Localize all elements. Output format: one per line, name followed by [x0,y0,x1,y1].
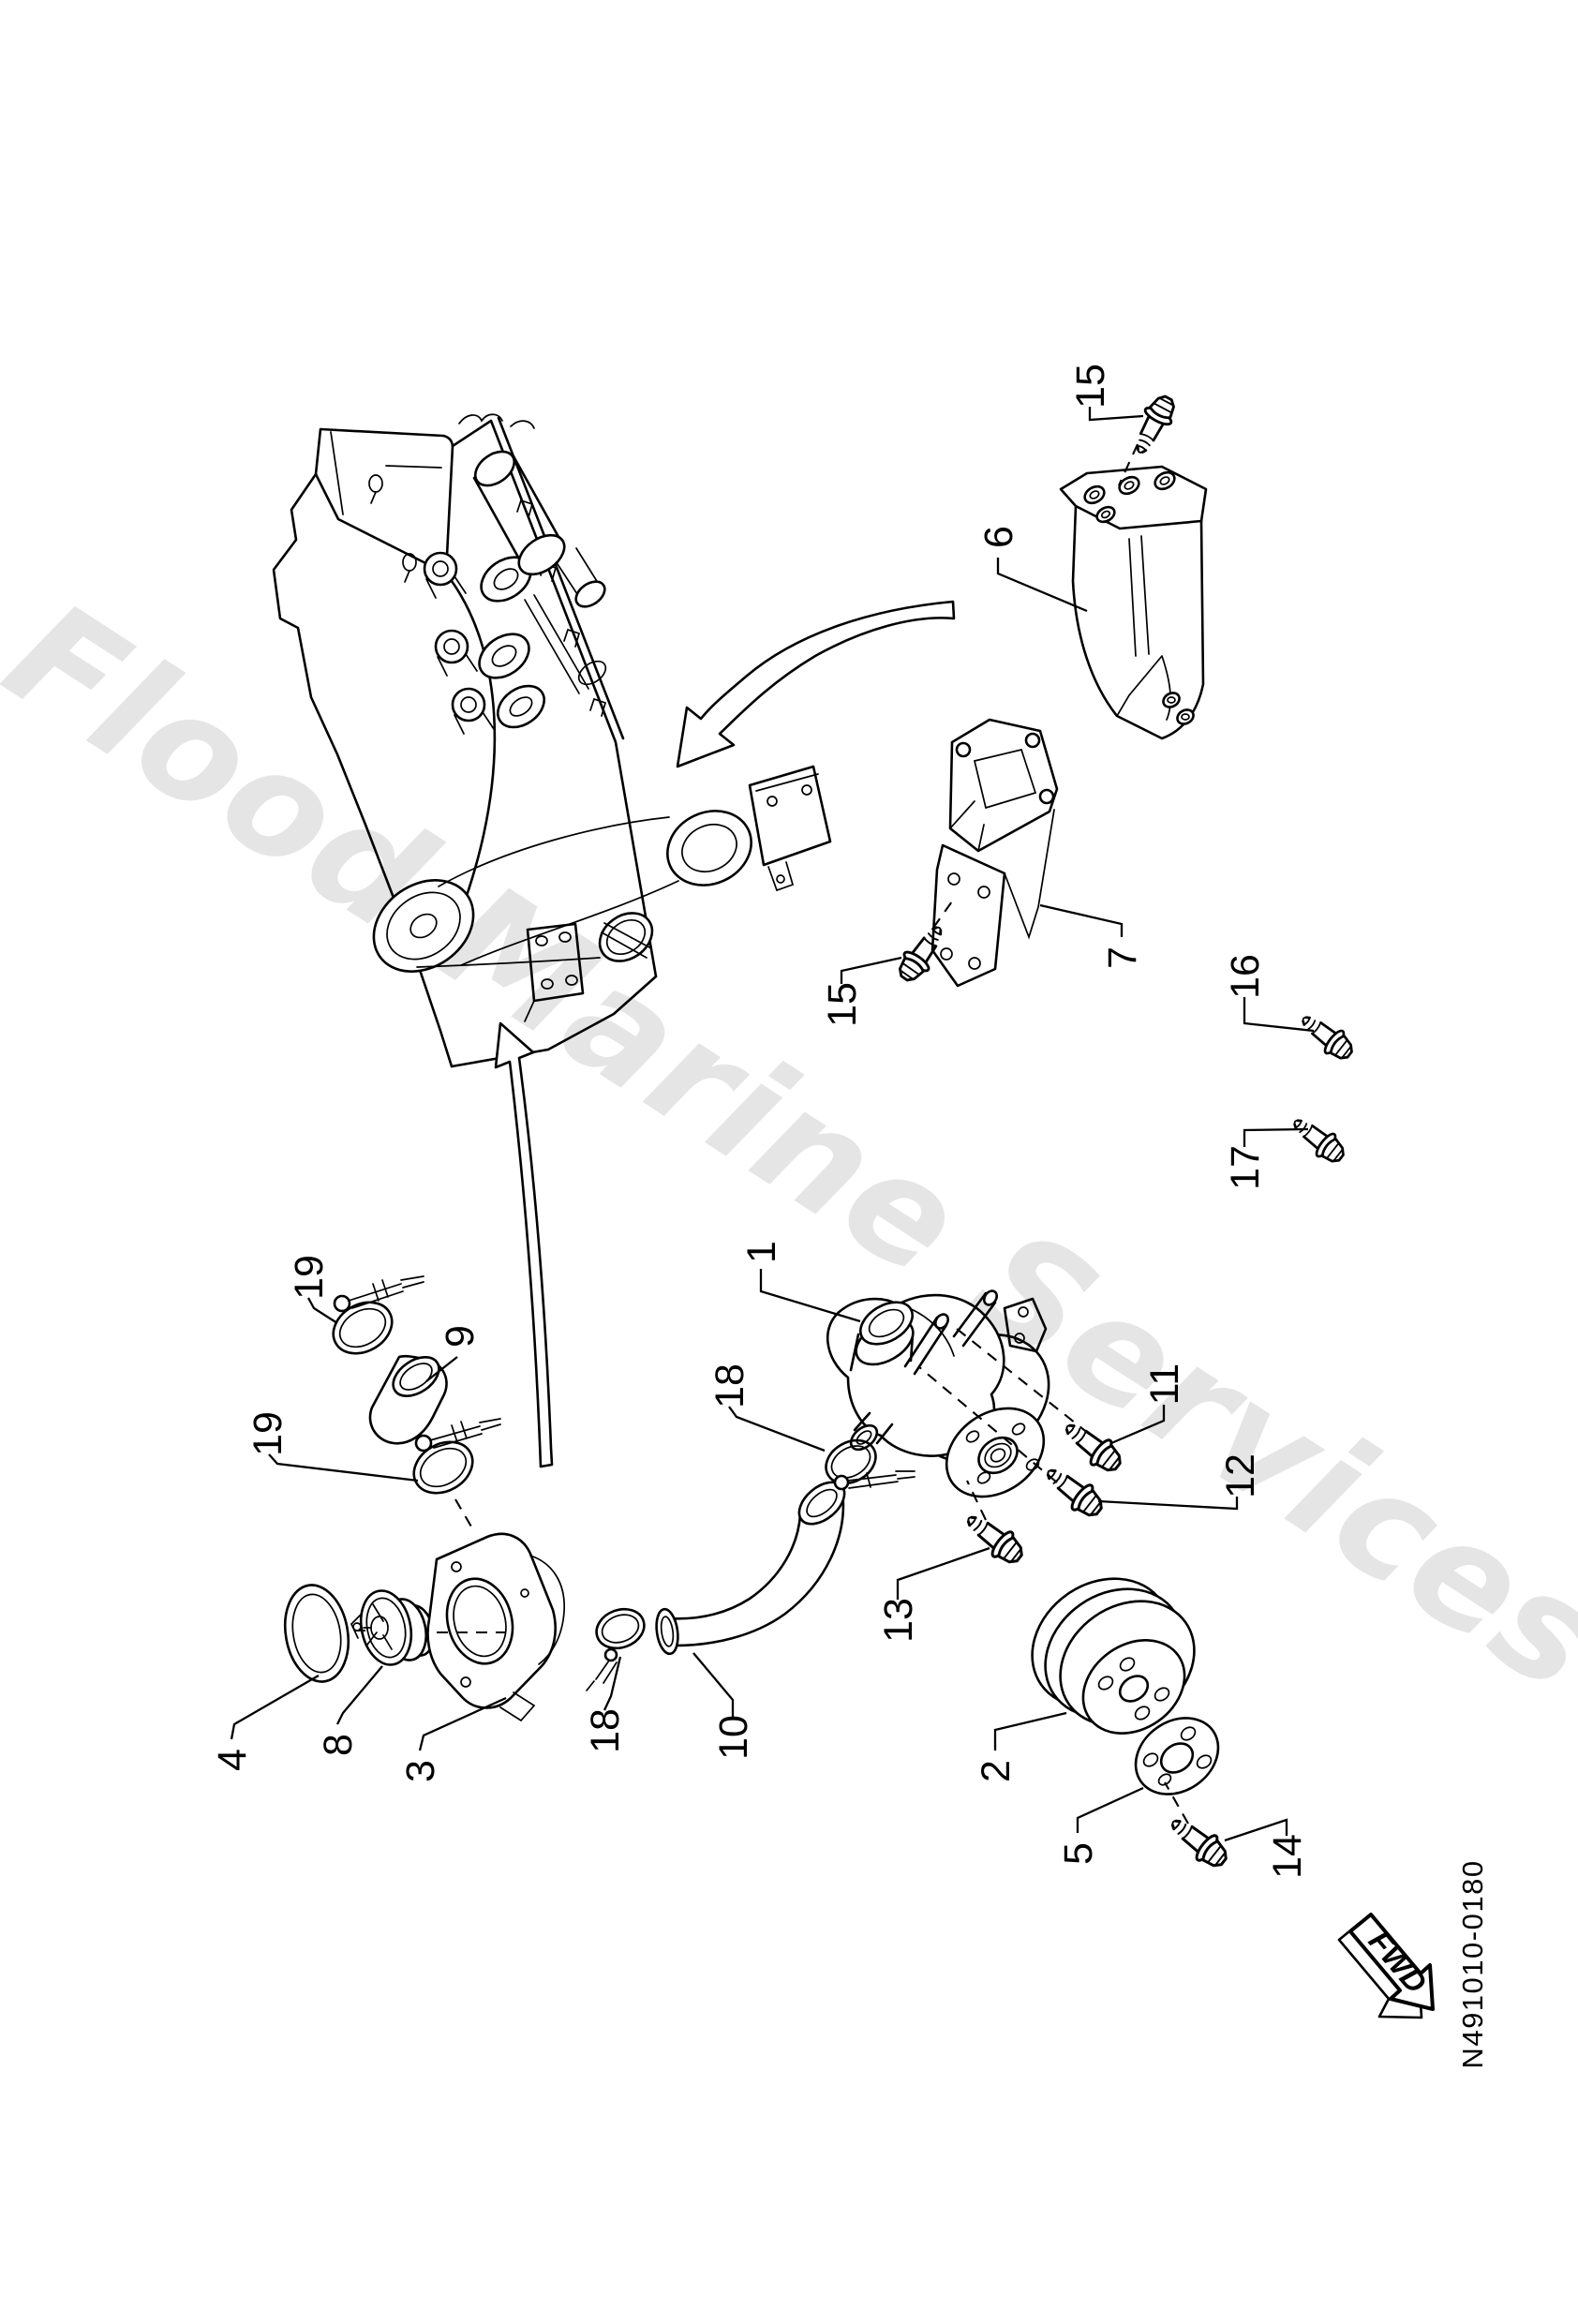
pump-inlet-flange [859,1301,914,1346]
assembly-dash-line-15 [1118,443,1139,486]
bolt-16 [1293,1006,1360,1066]
leader-line-12 [1097,1497,1239,1511]
direction-arrow-curved [676,600,956,768]
direction-arrow-straight [494,1021,554,1468]
hose-clamp-18b [586,1607,646,1691]
leader-line-9 [425,1356,458,1382]
leader-line-8 [335,1665,383,1725]
pump-hub-flange [945,1407,1046,1498]
leader-line-14 [1224,1818,1288,1842]
callout-number-14: 14 [1265,1834,1310,1879]
thermostat [350,1589,435,1666]
spark-plug-tubes [423,551,495,735]
callout-number-12: 12 [1218,1453,1263,1498]
drawing-code: N491010-0180 [1456,1859,1489,2068]
bolt-13 [958,1504,1031,1572]
crank-pulley-and-belt [372,810,752,973]
bolt-12 [1037,1457,1110,1525]
mounting-bracket-6 [1059,465,1208,740]
thermostat-gasket [283,1584,350,1683]
leader-line-17 [1243,1127,1309,1147]
callout-number-11: 11 [1142,1363,1187,1406]
assembly-dash-line-15 [932,901,953,929]
housing-opening [445,1577,514,1665]
callout-number-5: 5 [1056,1842,1101,1865]
fuel-pressure-regulator [458,413,606,608]
leader-line-3 [418,1696,507,1751]
engine-mount-plate [524,922,585,1022]
intake-rail [451,416,658,978]
callout-number-15: 15 [1068,364,1113,409]
callout-number-15: 15 [820,982,865,1027]
callout-number-19: 19 [287,1255,332,1300]
callout-number-4: 4 [210,1749,255,1771]
leader-line-11 [1110,1405,1166,1445]
hose-clamp-19b [412,1418,501,1495]
leader-line-15 [840,956,902,984]
pump-studs [903,1289,999,1376]
fwd-marker: FWD [1337,1913,1435,2019]
hose-clamp-18a [825,1438,916,1491]
leader-line-15 [1088,407,1144,422]
leader-line-18 [728,1406,826,1452]
assembly-dash-line-19 [454,1498,476,1534]
leader-line-5 [1076,1786,1144,1833]
bolt-14 [1162,1808,1235,1875]
bolt-17 [1285,1109,1351,1169]
leader-line-1 [759,1269,861,1323]
leader-line-13 [896,1546,990,1600]
assembly-axis-dash [354,1629,506,1634]
bolt-15b [891,918,953,989]
callout-number-2: 2 [974,1760,1019,1782]
leader-line-10 [692,1652,735,1717]
leader-line-6 [996,558,1088,613]
assembly-dash-line-12 [917,1365,1058,1483]
callout-number-17: 17 [1223,1145,1268,1190]
callout-number-1: 1 [739,1241,784,1263]
callout-number-13: 13 [876,1598,921,1643]
leader-line-2 [993,1711,1067,1750]
intake-port-stubs [478,556,545,729]
callout-number-3: 3 [398,1760,443,1782]
engine-block-bottom-edge [450,975,658,1068]
callout-number-19: 19 [246,1411,290,1456]
leader-line-7 [1039,903,1124,937]
clamp-screw-head-icon [333,1294,351,1313]
assembly-dash-line-11 [951,1324,1090,1435]
assembly-dash-line-13 [966,1480,987,1521]
leader-line-16 [1243,997,1315,1033]
bypass-hose [368,1354,448,1445]
water-pump-pulley [1031,1577,1196,1735]
pulley-flange [1134,1717,1220,1795]
pump-mount-tab [1003,1297,1048,1353]
callout-number-16: 16 [1223,954,1268,999]
valve-cover [314,427,454,575]
engine-assembly [272,413,832,1068]
water-pump [826,1289,1050,1498]
callout-number-18: 18 [583,1708,628,1753]
leader-line-19 [306,1297,338,1324]
callout-number-6: 6 [976,526,1021,548]
callout-number-7: 7 [1100,946,1145,969]
elbow-hose [655,1481,846,1656]
leader-line-19 [268,1453,419,1482]
callout-number-9: 9 [438,1325,483,1348]
leader-line-18 [603,1656,622,1711]
leader-line-4 [230,1675,320,1740]
hose-clamp-19a [332,1275,424,1355]
callout-number-18: 18 [707,1363,752,1408]
engine-bracket-pad [748,765,832,892]
callout-number-10: 10 [711,1715,756,1760]
assembly-dash-line-14 [1164,1781,1189,1825]
thermostat-housing [426,1532,565,1722]
callout-number-8: 8 [316,1734,361,1756]
bolt-11 [1056,1412,1129,1480]
mounting-bracket-7 [930,718,1059,988]
fwd-arrow-icon [1348,1913,1435,2011]
